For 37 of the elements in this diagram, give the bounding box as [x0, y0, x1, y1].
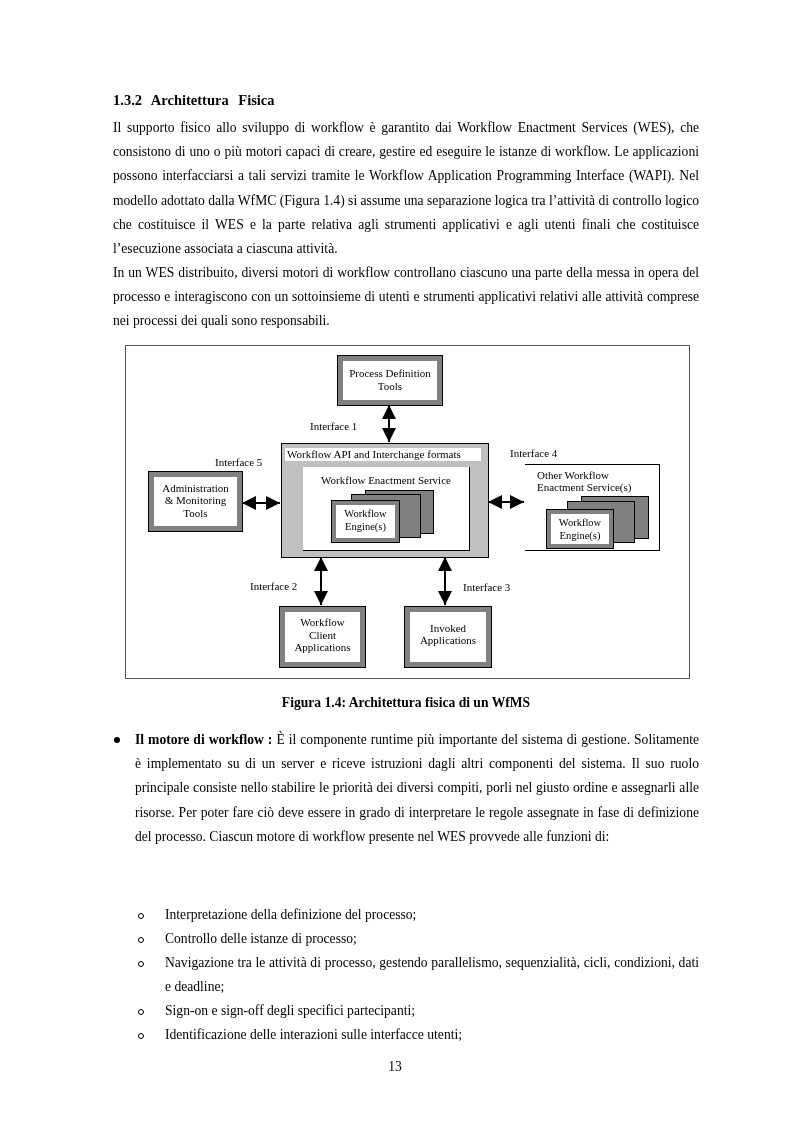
page-number: 13 [387, 1058, 403, 1076]
edge-label: Interface 5 [214, 456, 264, 468]
edge-label: Interface 3 [462, 581, 512, 593]
panel-heading: Other Workflow Enactment Service(s) [537, 469, 633, 493]
list-item: Interpretazione della definizione del processo; [165, 906, 418, 924]
double-arrow [382, 404, 396, 443]
double-arrow [438, 556, 452, 606]
panel-heading: Workflow Enactment Service [320, 474, 452, 487]
body-paragraph: Il supporto fisico allo sviluppo di workflow è garantito dai Workflow Enactment Services (WES), che consistono di uno o più motori capaci di creare, gestire ed eseguire le istanze di workflow. Le applicazioni possono interfacciarsi a tali servizi tramite le Workflow Application Programming Interface (WAPI). Nel modello adottato dalla WfMC (Figura 1.4) si assume una separazione logica tra l’attività di controllo logico che costituisce il WES e la parte relativa agli strumenti applicativi e agli utenti finali che costituisce l’esecuzione associata a ciascuna attività. [113, 119, 699, 258]
section-heading: 1.3.2 Architettura Fisica [113, 92, 275, 109]
double-arrow [241, 496, 281, 510]
api-layer-box [281, 443, 489, 558]
list-item: Controllo delle istanze di processo; [165, 930, 358, 948]
box-label: Workflow Engine(s) [551, 514, 609, 544]
list-item: Identificazione delle interazioni sulle interfacce utenti; [165, 1026, 464, 1044]
box-label: Administration & Monitoring Tools [154, 477, 237, 526]
box-label: Process Definition Tools [343, 361, 437, 400]
component-box [337, 355, 443, 406]
component-box [148, 471, 243, 532]
figure-caption: Figura 1.4: Architettura fisica di un WfMS [280, 695, 532, 711]
box-label: Workflow Engine(s) [336, 505, 395, 538]
component-box [279, 606, 366, 668]
edge-label: Interface 1 [309, 420, 359, 432]
component-box [404, 606, 492, 668]
layer-header: Workflow API and Interchange formats [285, 448, 481, 461]
bullet-paragraph: Il motore di workflow : È il componente runtime più importante del sistema di gestione. Solitamente è implementato su di un server e riceve istruzioni dagli altri componenti del sistema. Il suo ruolo principale consiste nello stabilire le priorità dei diversi compiti, porli nel giusto ordine e assegnarli alle risorse. Per poter fare ciò deve essere in grado di interpretare le regole assegnate in fase di definizione del processo. Ciascun motore di workflow presente nel WES provvede alle funzioni di: [135, 730, 699, 846]
edge-label: Interface 4 [509, 447, 559, 459]
list-item: Navigazione tra le attività di processo, gestendo parallelismo, sequenzialità, cicli, condizioni, dati e deadline; [165, 954, 699, 997]
double-arrow [314, 556, 328, 606]
box-label: Workflow Client Applications [285, 612, 360, 662]
list-item: Sign-on e sign-off degli specifici partecipanti; [165, 1002, 417, 1020]
box-label: Invoked Applications [410, 612, 486, 662]
double-arrow [487, 495, 525, 509]
body-paragraph: In un WES distribuito, diversi motori di workflow controllano ciascuno una parte della messa in opera del processo e interagiscono con un sottoinsieme di utenti e strumenti applicativi relativi alle attività comprese nei processi dei quali sono responsabili. [113, 264, 699, 331]
service-panel [303, 467, 470, 551]
service-panel [525, 464, 660, 551]
edge-label: Interface 2 [249, 580, 299, 592]
